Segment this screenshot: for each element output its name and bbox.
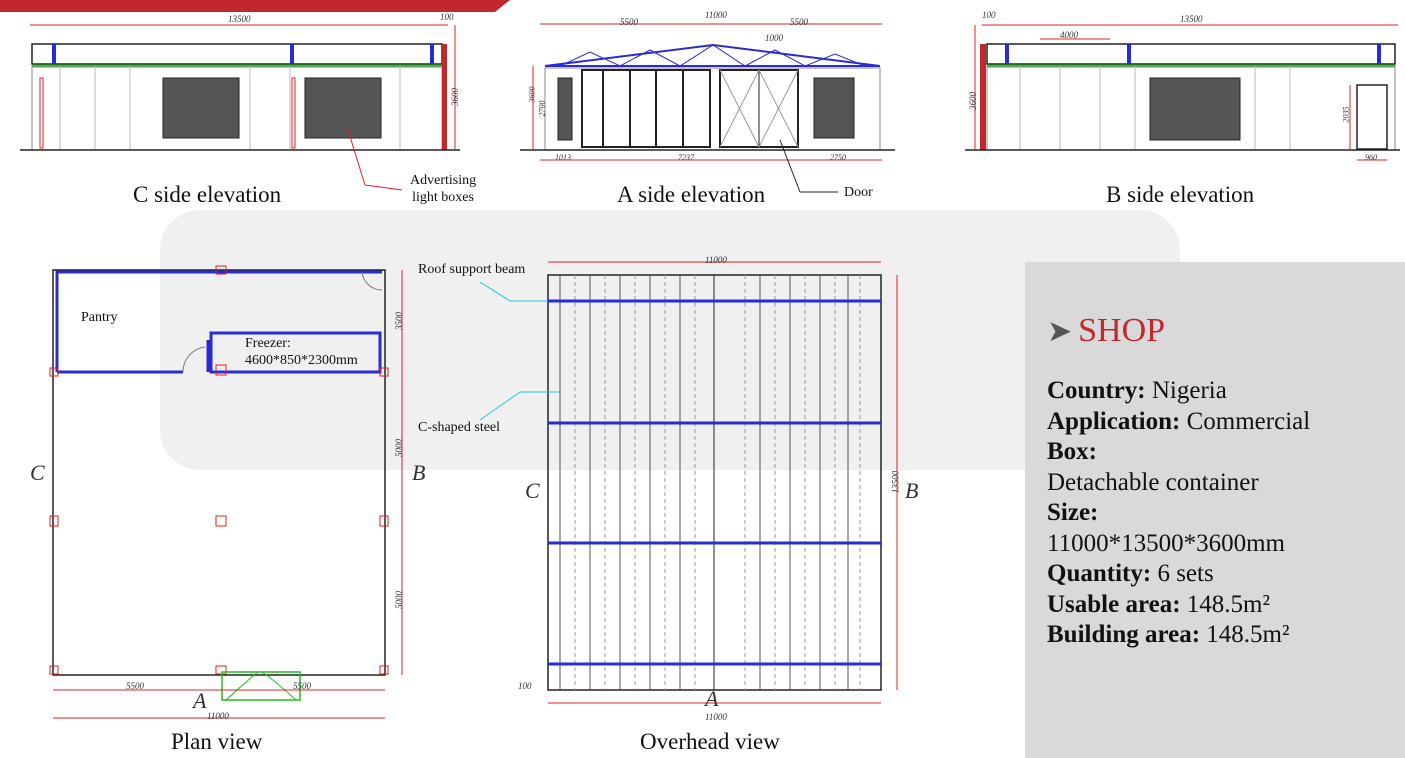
a-left-dim: 5500	[620, 17, 638, 27]
box-row: Box:	[1047, 437, 1405, 468]
c-side-caption: C side elevation	[133, 182, 282, 207]
plan-view	[49, 265, 403, 719]
b-width-dim: 13500	[1180, 14, 1203, 24]
plan-side-c: C	[30, 460, 45, 485]
plan-side-b: B	[412, 460, 426, 485]
quantity-value: 6 sets	[1157, 560, 1214, 587]
c-steel-label: C-shaped steel	[418, 420, 501, 435]
box-label: Box:	[1047, 438, 1097, 465]
overhead-side-c: C	[525, 478, 540, 503]
plan-dim-total: 11000	[207, 711, 229, 721]
building-area-value: 148.5m²	[1206, 621, 1290, 648]
brand-banner	[0, 0, 510, 12]
b-top-dim: 100	[982, 10, 996, 20]
c-height-dim: 3600	[450, 88, 460, 106]
c-width-dim: 13500	[228, 14, 251, 24]
overhead-dim-top: 11000	[705, 255, 727, 265]
size-row: Size:	[1047, 498, 1405, 529]
project-title: ➤SHOP	[1047, 312, 1165, 350]
watermark-logo	[160, 210, 1180, 470]
overhead-side-a: A	[705, 686, 719, 711]
b-door-height-dim: 2035	[1341, 106, 1351, 123]
application-row: Application: Commercial	[1047, 407, 1405, 438]
freezer-label-line2: 4600*850*2300mm	[245, 353, 358, 368]
project-details: Country: Nigeria Application: Commercial…	[1047, 376, 1405, 651]
plan-view-caption: Plan view	[171, 729, 263, 754]
b-sub-dim: 4000	[1060, 30, 1078, 40]
a-bottom-dim-1: 1013	[555, 153, 571, 162]
b-side-elevation	[965, 24, 1400, 161]
overhead-dim-small: 100	[518, 681, 532, 691]
overhead-side-b: B	[905, 478, 919, 503]
a-bottom-dim-3: 2750	[830, 153, 846, 162]
a-total-dim: 11000	[705, 10, 727, 20]
usable-area-row: Usable area: 148.5m²	[1047, 590, 1405, 621]
freezer-label-line1: Freezer:	[245, 336, 291, 351]
size-value: 11000*13500*3600mm	[1047, 529, 1285, 557]
plan-dim-bottom-right: 5500	[293, 681, 311, 691]
b-side-caption: B side elevation	[1106, 182, 1255, 207]
a-height1-dim: 3600	[527, 86, 537, 103]
usable-area-label: Usable area:	[1047, 590, 1181, 618]
a-bottom-dim-2: 7237	[678, 153, 694, 162]
project-info-panel: ➤SHOP Country: Nigeria Application: Comm…	[1025, 262, 1405, 758]
plan-dim-right-2: 5000	[394, 439, 404, 457]
building-area-label: Building area:	[1047, 621, 1201, 648]
application-value: Commercial	[1186, 407, 1311, 435]
a-right-dim: 5500	[790, 17, 808, 27]
c-side-elevation	[20, 24, 460, 191]
building-area-row: Building area: 148.5m²	[1047, 620, 1405, 651]
a-side-caption: A side elevation	[617, 182, 766, 207]
advertising-label-line2: light boxes	[412, 190, 474, 205]
advertising-label: Advertising light boxes	[410, 172, 476, 206]
country-value: Nigeria	[1151, 377, 1227, 404]
country-label: Country:	[1047, 377, 1146, 404]
overhead-dim-right: 13500	[890, 470, 901, 494]
pantry-label: Pantry	[81, 310, 118, 325]
a-side-elevation	[520, 23, 895, 193]
project-title-text: SHOP	[1078, 312, 1166, 349]
plan-dim-right-1: 3500	[394, 312, 404, 330]
a-height2-dim: 2700	[537, 100, 547, 117]
box-value: Detachable container	[1047, 468, 1259, 496]
c-top-dim: 100	[440, 12, 454, 22]
application-label: Application:	[1047, 407, 1181, 435]
freezer-label: Freezer: 4600*850*2300mm	[245, 335, 358, 369]
roof-beam-label: Roof support beam	[418, 262, 526, 277]
arrow-right-icon: ➤	[1047, 315, 1073, 348]
overhead-view-caption: Overhead view	[640, 729, 780, 754]
usable-area-value: 148.5m²	[1186, 590, 1270, 618]
quantity-label: Quantity:	[1047, 560, 1152, 587]
plan-side-a: A	[193, 688, 207, 713]
size-label: Size:	[1047, 499, 1099, 526]
door-label: Door	[844, 185, 873, 200]
advertising-label-line1: Advertising	[410, 173, 477, 188]
country-row: Country: Nigeria	[1047, 376, 1405, 407]
plan-dim-right-3: 5000	[394, 591, 404, 609]
b-height-dim: 3600	[968, 92, 978, 110]
quantity-row: Quantity: 6 sets	[1047, 559, 1405, 590]
overhead-view	[479, 261, 898, 704]
a-roof-dim: 1000	[765, 33, 783, 43]
b-door-width-dim: 960	[1365, 153, 1377, 162]
plan-dim-bottom-left: 5500	[126, 681, 144, 691]
overhead-dim-bottom: 11000	[705, 712, 727, 722]
